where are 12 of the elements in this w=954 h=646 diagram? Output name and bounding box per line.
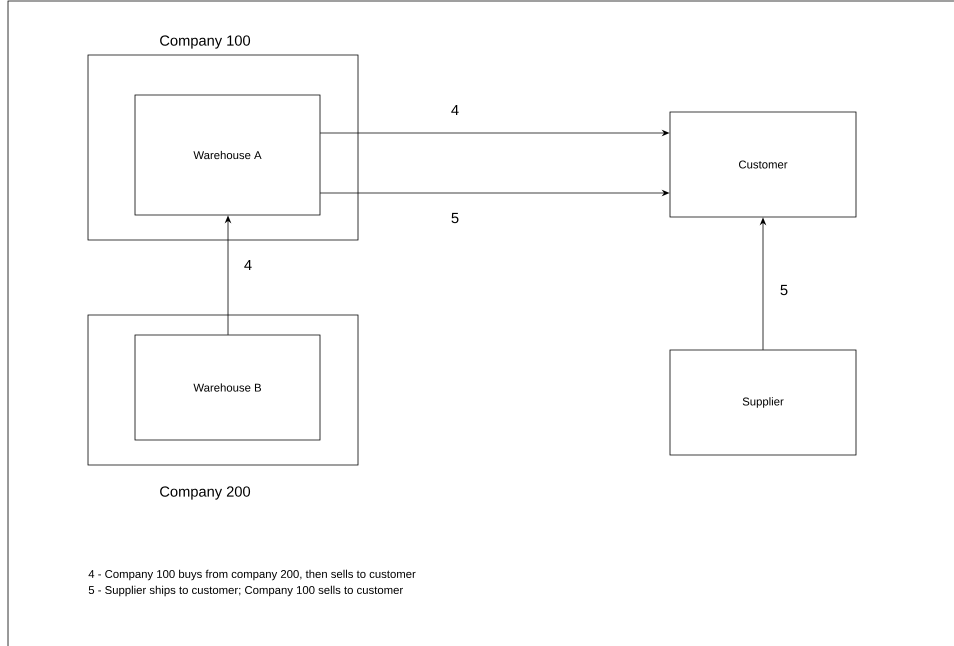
group-heading: Company 200 [160,486,250,500]
edge-label: 4 [242,258,254,272]
edge-label: 4 [450,104,460,116]
process-box: Supplier [670,350,856,456]
process-box: Warehouse B [134,334,320,440]
note-text: 5 - Supplier ships to customer; Company 100 sells to customer [88,586,403,596]
process-box: Customer [670,112,856,218]
note-text: 4 - Company 100 buys from company 200, then sells to customer [88,570,416,580]
group-heading: Company 100 [160,35,250,49]
process-box: Warehouse A [134,94,320,216]
edge-label: 5 [778,284,790,296]
edge-label: 5 [450,212,460,224]
